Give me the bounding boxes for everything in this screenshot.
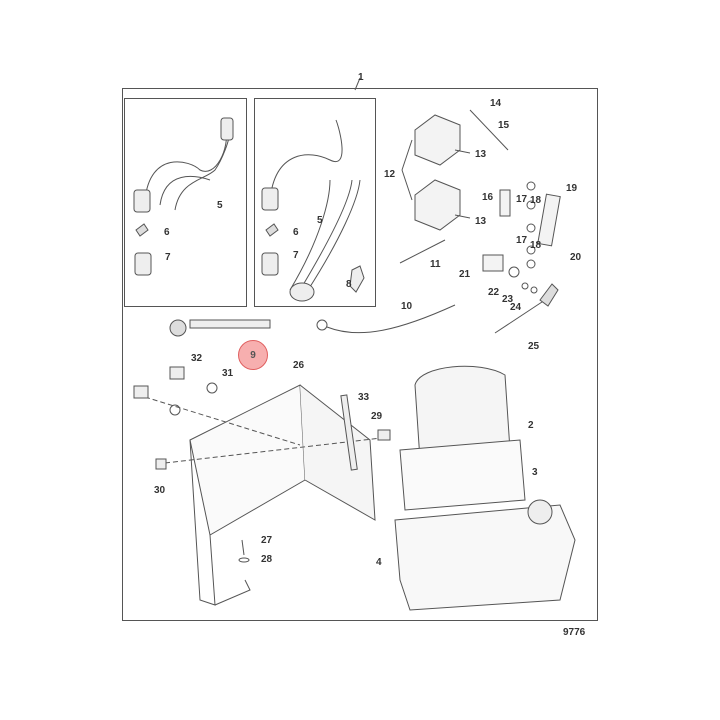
callout-4: 4 [376, 557, 382, 568]
callout-6: 6 [164, 227, 170, 238]
highlighted-part-9[interactable]: 9 [238, 340, 268, 370]
callout-29: 29 [371, 411, 383, 422]
callout-26: 26 [293, 360, 305, 371]
callout-5: 5 [317, 215, 323, 226]
callout-6: 6 [293, 227, 299, 238]
callout-19: 19 [566, 183, 578, 194]
assembly-frame [122, 88, 598, 621]
callout-14: 14 [490, 98, 502, 109]
harness-inset-left [124, 98, 247, 307]
callout-7: 7 [165, 252, 171, 263]
callout-21: 21 [459, 269, 471, 280]
callout-8: 8 [346, 279, 352, 290]
callout-16: 16 [482, 192, 494, 203]
callout-13: 13 [475, 216, 487, 227]
callout-11: 11 [430, 259, 441, 270]
callout-28: 28 [261, 554, 273, 565]
callout-17: 17 [516, 235, 528, 246]
callout-23: 23 [502, 294, 514, 305]
callout-2: 2 [528, 420, 534, 431]
callout-25: 25 [528, 341, 540, 352]
callout-12: 12 [384, 169, 396, 180]
callout-33: 33 [358, 392, 370, 403]
callout-27: 27 [261, 535, 273, 546]
callout-7: 7 [293, 250, 299, 261]
callout-20: 20 [570, 252, 582, 263]
callout-18: 18 [530, 240, 542, 251]
harness-inset-right [254, 98, 376, 307]
callout-15: 15 [498, 120, 510, 131]
callout-30: 30 [154, 485, 166, 496]
callout-32: 32 [191, 353, 203, 364]
figure-number: 9776 [563, 627, 586, 638]
callout-24: 24 [510, 302, 522, 313]
callout-1: 1 [358, 72, 364, 83]
callout-3: 3 [532, 467, 538, 478]
callout-18: 18 [530, 195, 542, 206]
callout-22: 22 [488, 287, 500, 298]
callout-17: 17 [516, 194, 528, 205]
callout-31: 31 [222, 368, 234, 379]
callout-5: 5 [217, 200, 223, 211]
callout-13: 13 [475, 149, 487, 160]
callout-10: 10 [401, 301, 413, 312]
